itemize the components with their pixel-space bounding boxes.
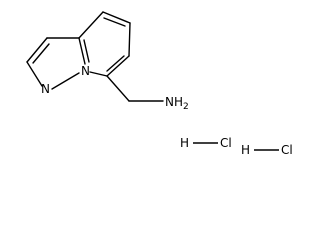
amine-subscript: 2 xyxy=(183,102,189,112)
amine-nh: NH xyxy=(165,95,183,109)
salt-1-h: H xyxy=(180,136,189,150)
aminomethyl-group xyxy=(106,75,164,102)
pyridine-ring xyxy=(78,11,131,77)
bond-c3-c2-inner xyxy=(32,43,50,64)
bond-c6-c7 xyxy=(106,55,130,77)
atom-label-n-pyrazole: N xyxy=(41,82,50,96)
hcl-salt-1: H Cl xyxy=(180,136,232,150)
salt-2-cl: Cl xyxy=(281,143,293,157)
pyrazole-ring xyxy=(26,37,80,90)
bond-c7a-inner xyxy=(83,39,90,63)
bond-c5-c6 xyxy=(128,22,131,57)
bond-n1-c7a xyxy=(78,37,86,65)
bond-c7-n1 xyxy=(89,71,108,77)
bond-c7-ch2 xyxy=(106,75,130,102)
salt-1-cl: Cl xyxy=(220,136,232,150)
structure-diagram: N N NH2 H Cl H Cl xyxy=(26,11,293,157)
atom-label-n-bridge: N xyxy=(81,64,90,78)
bond-c4-c5 xyxy=(102,11,131,24)
salt-2-h: H xyxy=(241,143,250,157)
atom-label-amine: NH2 xyxy=(165,95,189,112)
bond-c7a-c4 xyxy=(78,11,104,39)
bond-c3-c2 xyxy=(26,37,48,63)
bond-c4-c5-inner xyxy=(103,17,126,27)
bond-n-n xyxy=(51,72,80,90)
bond-c2-n xyxy=(26,61,43,87)
bond-c6-c7-inner xyxy=(106,55,125,72)
hcl-salt-2: H Cl xyxy=(241,143,293,157)
